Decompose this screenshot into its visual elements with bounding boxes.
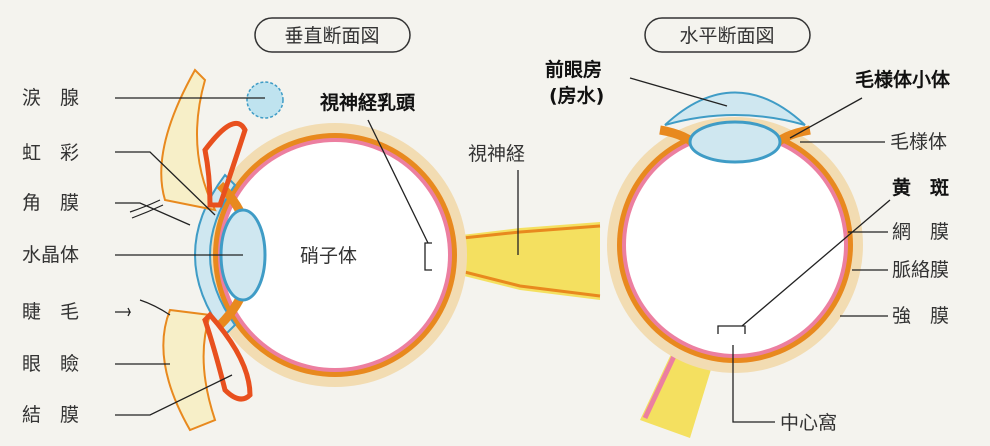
lower-eyelid bbox=[162, 308, 217, 432]
leader-eyelash bbox=[115, 307, 132, 317]
label-ciliary-body: 毛様体 bbox=[890, 131, 947, 153]
horizontal-section: 水平断面図 前眼房 (房水) 毛様体小体 毛様体 黄 斑 網 膜 脈絡膜 bbox=[545, 17, 951, 438]
label-iris: 虹 彩 bbox=[22, 142, 79, 164]
label-conjunctiva: 結 膜 bbox=[22, 404, 79, 426]
vertical-title: 垂直断面図 bbox=[284, 25, 379, 47]
vertical-cornea bbox=[194, 173, 237, 337]
anterior-chamber bbox=[664, 91, 806, 126]
label-anterior-chamber: 前眼房 bbox=[545, 58, 602, 81]
vitreous-body bbox=[222, 142, 448, 368]
macula-bracket bbox=[717, 325, 746, 334]
vertical-section: 垂直断面図 涙 腺 虹 彩 角 膜 bbox=[22, 17, 601, 432]
label-lacrimal-gland: 涙 腺 bbox=[22, 86, 79, 109]
upper-eyelid bbox=[160, 68, 217, 212]
vertical-title-frame bbox=[254, 17, 411, 53]
optic-disc-bracket bbox=[424, 242, 432, 271]
lacrimal-gland bbox=[246, 81, 284, 119]
label-eyelash: 睫 毛 bbox=[22, 301, 79, 323]
horizontal-title-frame bbox=[644, 17, 811, 53]
leader-optic-disc bbox=[367, 119, 429, 244]
label-retina: 網 膜 bbox=[892, 221, 949, 243]
horizontal-vitreous bbox=[626, 136, 844, 354]
label-vitreous: 硝子体 bbox=[300, 245, 357, 267]
label-optic-disc: 視神経乳頭 bbox=[319, 91, 416, 114]
horizontal-title: 水平断面図 bbox=[679, 25, 774, 47]
label-cornea: 角 膜 bbox=[22, 192, 79, 214]
horizontal-lens bbox=[688, 120, 782, 164]
label-aqueous-humor: (房水) bbox=[549, 84, 604, 107]
leader-ciliary-zonule bbox=[789, 97, 863, 139]
label-macula: 黄 斑 bbox=[892, 176, 949, 199]
leader-conjunctiva bbox=[115, 374, 233, 416]
leader-cornea bbox=[115, 202, 191, 226]
label-optic-nerve: 視神経 bbox=[468, 143, 525, 165]
leader-iris bbox=[115, 151, 216, 216]
label-lens: 水晶体 bbox=[22, 244, 79, 266]
label-eyelid: 眼 瞼 bbox=[22, 353, 79, 375]
label-sclera: 強 膜 bbox=[892, 305, 949, 327]
label-fovea: 中心窩 bbox=[780, 412, 837, 434]
label-choroid: 脈絡膜 bbox=[892, 259, 949, 281]
eyelash-upper bbox=[129, 199, 161, 213]
label-ciliary-zonule: 毛様体小体 bbox=[855, 68, 951, 91]
eyelash-lower bbox=[139, 299, 171, 316]
lower-conjunctiva bbox=[202, 311, 253, 402]
upper-conjunctiva bbox=[202, 120, 248, 208]
leader-fovea bbox=[732, 345, 775, 423]
leader-anterior-chamber bbox=[629, 77, 728, 107]
leader-macula bbox=[741, 199, 891, 327]
